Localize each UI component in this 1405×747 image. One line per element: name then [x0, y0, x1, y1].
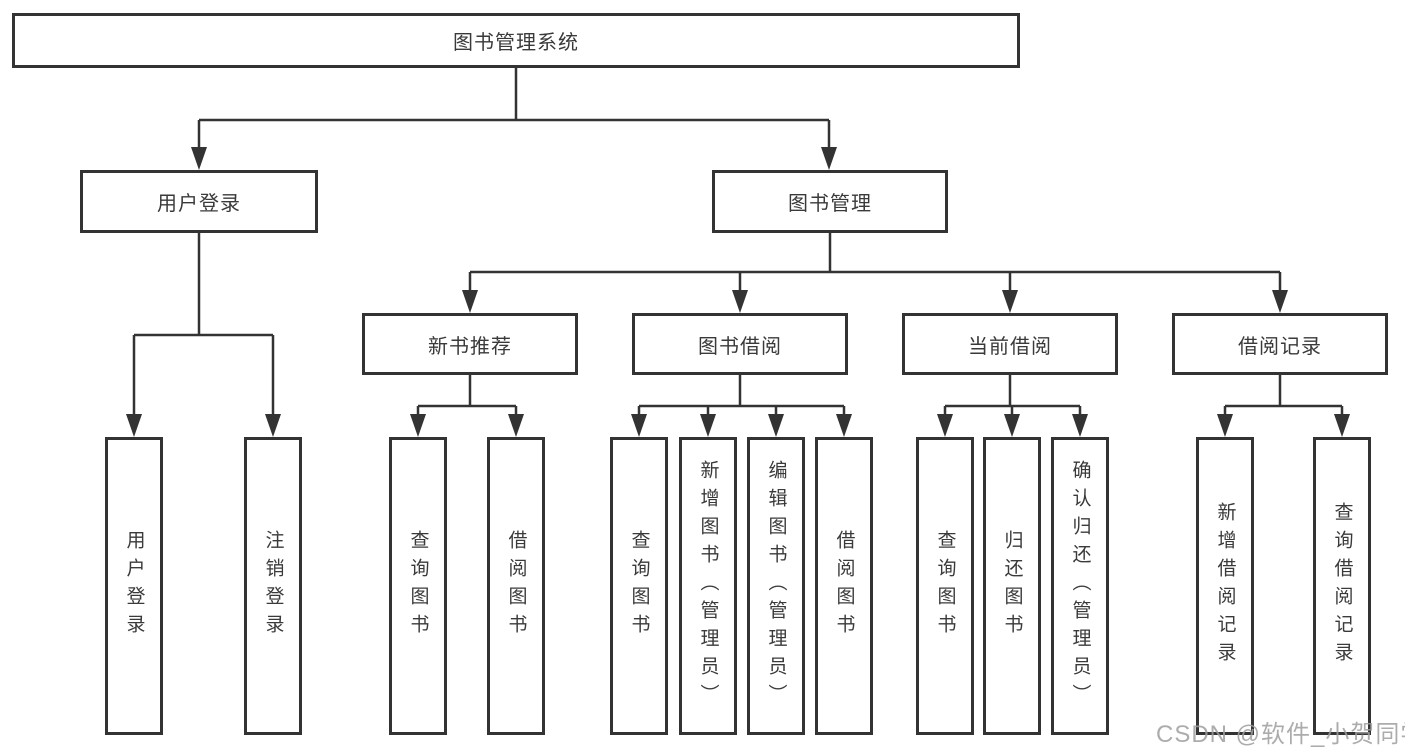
- node-root-label: 图书管理系统: [453, 32, 579, 54]
- node-current-borrow-label: 当前借阅: [968, 335, 1052, 358]
- node-query-books-borrow-label: 查询图书: [628, 530, 650, 642]
- node-user-login-action: 用户登录: [105, 437, 163, 735]
- node-query-books-borrow: 查询图书: [610, 437, 668, 735]
- node-borrow-books-recommend-label: 借阅图书: [505, 530, 527, 642]
- node-edit-books-admin-label: 编辑图书（管理员）: [765, 460, 787, 712]
- node-user-login: 用户登录: [80, 170, 318, 233]
- node-current-borrow: 当前借阅: [902, 313, 1118, 375]
- node-return-books-label: 归还图书: [1001, 530, 1023, 642]
- node-borrow-books-action-label: 借阅图书: [833, 530, 855, 642]
- node-book-borrow-label: 图书借阅: [698, 335, 782, 358]
- node-logout-action: 注销登录: [244, 437, 302, 735]
- node-book-management: 图书管理: [712, 170, 948, 233]
- node-add-books-admin-label: 新增图书（管理员）: [697, 460, 719, 712]
- node-book-management-label: 图书管理: [788, 193, 872, 215]
- node-borrow-records-label: 借阅记录: [1238, 335, 1322, 358]
- node-new-book-recommend: 新书推荐: [362, 313, 578, 375]
- node-query-books-current-label: 查询图书: [934, 530, 956, 642]
- node-user-login-label: 用户登录: [157, 193, 241, 215]
- node-query-books-current: 查询图书: [916, 437, 974, 735]
- node-user-login-action-label: 用户登录: [123, 530, 145, 642]
- arrowheads: [126, 147, 1350, 437]
- node-borrow-records: 借阅记录: [1172, 313, 1388, 375]
- watermark-text: CSDN @软件_小贺同学: [1156, 721, 1405, 747]
- node-confirm-return-admin-label: 确认归还（管理员）: [1069, 460, 1091, 712]
- node-book-borrow: 图书借阅: [632, 313, 848, 375]
- node-add-borrow-record-label: 新增借阅记录: [1214, 502, 1236, 670]
- node-edit-books-admin: 编辑图书（管理员）: [747, 437, 805, 735]
- node-confirm-return-admin: 确认归还（管理员）: [1051, 437, 1109, 735]
- node-query-borrow-record-label: 查询借阅记录: [1331, 502, 1353, 670]
- node-query-books-recommend: 查询图书: [389, 437, 447, 735]
- node-query-books-recommend-label: 查询图书: [407, 530, 429, 642]
- node-query-borrow-record: 查询借阅记录: [1313, 437, 1371, 735]
- node-root: 图书管理系统: [12, 13, 1020, 68]
- node-borrow-books-action: 借阅图书: [815, 437, 873, 735]
- node-new-book-recommend-label: 新书推荐: [428, 335, 512, 358]
- node-add-borrow-record: 新增借阅记录: [1196, 437, 1254, 735]
- node-add-books-admin: 新增图书（管理员）: [679, 437, 737, 735]
- node-return-books: 归还图书: [983, 437, 1041, 735]
- node-logout-action-label: 注销登录: [262, 530, 284, 642]
- node-borrow-books-recommend: 借阅图书: [487, 437, 545, 735]
